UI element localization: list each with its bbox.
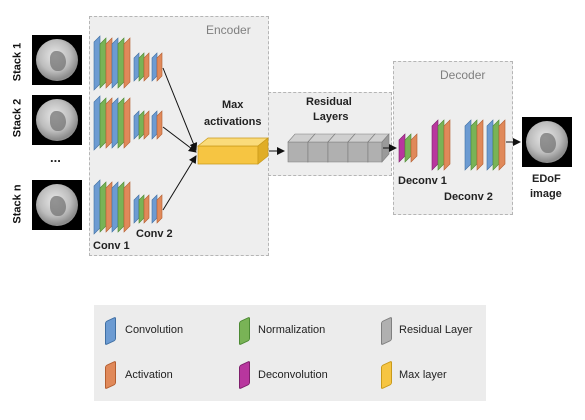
conv-layer-block xyxy=(151,110,158,140)
conv2-label: Conv 2 xyxy=(136,228,173,240)
legend-item-convolution: Convolution xyxy=(125,324,184,336)
max-activations-block xyxy=(197,137,269,165)
deconv2-label: Deconv 2 xyxy=(444,191,493,203)
legend-item-normalization: Normalization xyxy=(258,324,326,336)
legend-item-deconvolution: Deconvolution xyxy=(258,369,328,381)
act-layer-block xyxy=(143,194,150,224)
norm-layer-block xyxy=(138,194,145,224)
act-layer-block xyxy=(498,119,506,171)
conv-layer-block xyxy=(93,179,101,235)
arrow-branch1-to-max xyxy=(162,67,198,151)
orange-layer-icon xyxy=(105,360,116,390)
conv1-label: Conv 1 xyxy=(93,240,130,252)
act-layer-block xyxy=(123,181,131,233)
conv-layer-block xyxy=(486,119,494,171)
conv-layer-block xyxy=(111,37,119,89)
norm-layer-block xyxy=(404,133,412,163)
conv-layer-block xyxy=(111,181,119,233)
act-layer-block xyxy=(476,119,484,171)
output-label-line2: image xyxy=(530,188,562,200)
deconv1-label: Deconv 1 xyxy=(398,175,447,187)
legend-item-activation: Activation xyxy=(125,369,173,381)
act-layer-block xyxy=(123,37,131,89)
output-image xyxy=(522,117,572,167)
norm-layer-block xyxy=(470,119,478,171)
deconv-layer-block xyxy=(431,119,439,171)
residual-cube xyxy=(367,133,390,163)
conv-layer-block xyxy=(133,52,140,82)
input-image-stack-n xyxy=(32,180,82,230)
norm-layer-block xyxy=(99,37,107,89)
network-diagram xyxy=(93,35,521,235)
act-layer-block xyxy=(143,52,150,82)
gray-layer-icon xyxy=(381,316,392,346)
output-label-line1: EDoF xyxy=(532,173,561,185)
decoder-layers xyxy=(398,119,506,171)
norm-layer-block xyxy=(117,181,125,233)
act-layer-block xyxy=(143,110,150,140)
act-layer-block xyxy=(410,133,418,163)
act-layer-block xyxy=(105,97,113,149)
act-layer-block xyxy=(156,52,163,82)
act-layer-block xyxy=(443,119,451,171)
norm-layer-block xyxy=(492,119,500,171)
deconv-layer-block xyxy=(398,133,406,163)
conv-layer-block xyxy=(133,194,140,224)
max-activations-label-line2: activations xyxy=(204,116,262,128)
input-image-stack-2 xyxy=(32,95,82,145)
arrow-branchn-to-max xyxy=(162,155,197,211)
yellow-layer-icon xyxy=(381,360,392,390)
norm-layer-block xyxy=(437,119,445,171)
act-layer-block xyxy=(105,37,113,89)
norm-layer-block xyxy=(138,110,145,140)
conv-layer-block xyxy=(464,119,472,171)
conv-layer-block xyxy=(133,110,140,140)
norm-layer-block xyxy=(138,52,145,82)
legend: Convolution Normalization Residual Layer… xyxy=(94,305,486,401)
decoder-title: Decoder xyxy=(440,68,486,82)
legend-item-max-layer: Max layer xyxy=(399,369,447,381)
blue-layer-icon xyxy=(105,316,116,346)
conv-layer-block xyxy=(151,194,158,224)
magenta-layer-icon xyxy=(239,360,250,390)
encoder-branch-n xyxy=(93,179,163,235)
act-layer-block xyxy=(156,110,163,140)
conv-layer-block xyxy=(151,52,158,82)
conv-layer-block xyxy=(93,95,101,151)
act-layer-block xyxy=(105,181,113,233)
conv-layer-block xyxy=(111,97,119,149)
input-image-stack-1 xyxy=(32,35,82,85)
act-layer-block xyxy=(156,194,163,224)
max-activations-label-line1: Max xyxy=(222,99,244,111)
input-label-ellipsis: ... xyxy=(50,150,61,165)
encoder-title: Encoder xyxy=(206,23,251,37)
arrow-branch2-to-max xyxy=(162,126,197,153)
norm-layer-block xyxy=(117,97,125,149)
encoder-branch-1 xyxy=(93,35,163,91)
residual-layers-label-line1: Residual xyxy=(306,96,352,108)
encoder-branch-2 xyxy=(93,95,163,151)
norm-layer-block xyxy=(117,37,125,89)
act-layer-block xyxy=(123,97,131,149)
residual-layers-stack xyxy=(287,133,390,163)
norm-layer-block xyxy=(99,97,107,149)
residual-layers-label-line2: Layers xyxy=(313,111,349,123)
legend-item-residual-layer: Residual Layer xyxy=(399,324,473,336)
conv-layer-block xyxy=(93,35,101,91)
green-layer-icon xyxy=(239,316,250,346)
norm-layer-block xyxy=(99,181,107,233)
